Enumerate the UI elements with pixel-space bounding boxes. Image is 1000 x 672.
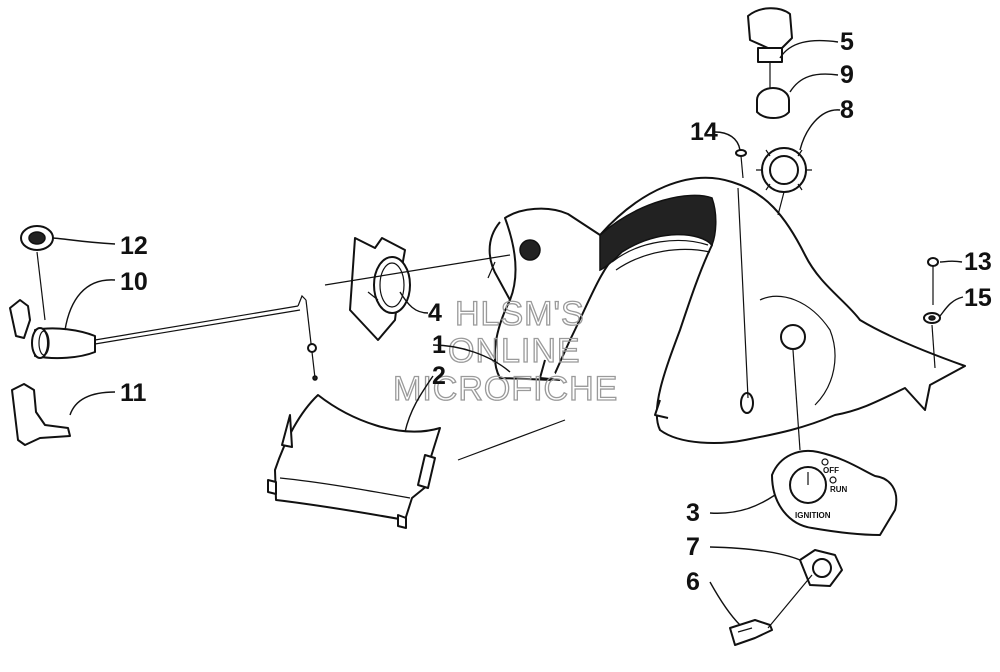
callout-9: 9 — [840, 61, 854, 89]
ignition-decal: OFF RUN IGNITION — [771, 450, 898, 536]
callout-numbers: 5 9 8 14 13 15 12 10 11 4 1 2 3 7 6 — [120, 28, 992, 596]
callout-leaders — [51, 39, 964, 626]
plate-alignment-line — [324, 254, 511, 286]
callout-3: 3 — [686, 499, 700, 527]
callout-4: 4 — [428, 299, 442, 327]
washer-15 — [923, 312, 941, 324]
callout-7: 7 — [686, 533, 700, 561]
ignition-key — [729, 574, 813, 646]
nut-alignment-line — [36, 251, 46, 321]
replacement-lever — [11, 383, 71, 446]
callout-6: 6 — [686, 568, 700, 596]
screw-alignment-line — [931, 324, 936, 369]
watermark-line-1: HLSM'S — [455, 295, 585, 333]
kill-switch-knob — [747, 7, 793, 90]
callout-13: 13 — [964, 248, 992, 276]
throttle-plate — [349, 237, 411, 341]
throttle-lever-assembly — [9, 294, 318, 381]
watermark-line-3: MICROFICHE — [393, 370, 618, 408]
callout-1: 1 — [432, 331, 446, 359]
callout-11: 11 — [120, 379, 147, 407]
ignition-label: IGNITION — [795, 511, 831, 520]
screw-13 — [927, 257, 939, 305]
lower-cover — [267, 394, 441, 529]
callout-12: 12 — [120, 232, 148, 260]
off-label: OFF — [823, 466, 839, 475]
callout-2: 2 — [432, 362, 446, 390]
washer-alignment-line — [777, 191, 785, 216]
callout-8: 8 — [840, 96, 854, 124]
screw-14 — [735, 149, 747, 179]
cover-alignment-line — [457, 419, 566, 461]
throttle-nut — [20, 225, 54, 251]
ignition-nut — [799, 549, 843, 587]
watermark-line-2: ONLINE — [448, 332, 581, 370]
run-label: RUN — [830, 485, 848, 494]
handlebar-housing — [487, 176, 966, 444]
callout-5: 5 — [840, 28, 854, 56]
watermark: HLSM'S ONLINE MICROFICHE — [392, 294, 618, 408]
lock-washer — [756, 147, 812, 193]
callout-10: 10 — [120, 268, 148, 296]
callout-15: 15 — [964, 284, 992, 312]
ignition-alignment-line — [792, 349, 801, 451]
kill-switch-nut — [756, 87, 790, 119]
callout-14: 14 — [690, 118, 718, 146]
